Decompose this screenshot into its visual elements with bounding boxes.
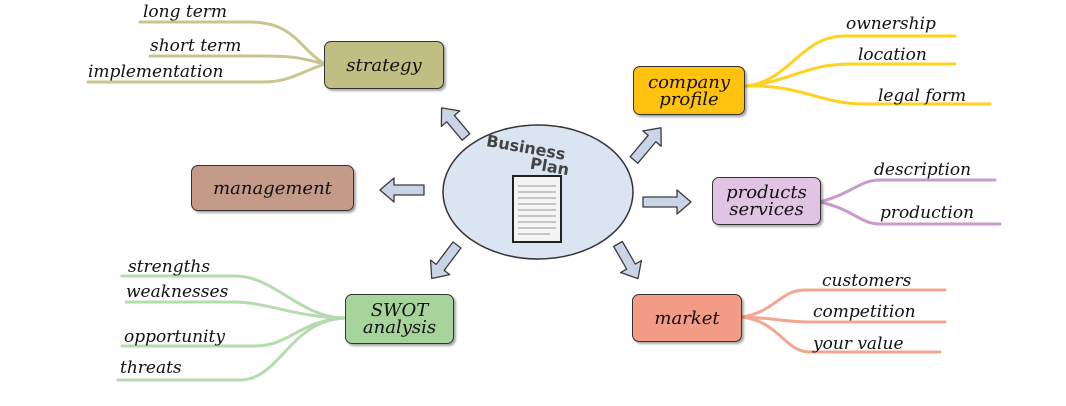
node-market-label: market xyxy=(654,307,720,329)
leaf-long-term: long term xyxy=(143,2,228,22)
arrow-to-swot xyxy=(429,241,462,280)
branch-legal-form xyxy=(743,84,992,106)
leaf-short-term: short term xyxy=(150,36,242,56)
node-products-line2: services xyxy=(729,199,804,220)
market-branches xyxy=(740,288,947,354)
leaf-opportunity: opportunity xyxy=(124,327,225,347)
leaf-implementation: implementation xyxy=(88,62,224,82)
node-products-services[interactable]: products services xyxy=(712,177,821,225)
node-company-profile[interactable]: company profile xyxy=(633,66,745,115)
branch-location xyxy=(743,62,957,88)
leaf-production: production xyxy=(880,203,975,223)
arrow-to-products xyxy=(642,189,692,215)
branch-short-term xyxy=(148,54,327,66)
node-management[interactable]: management xyxy=(191,165,354,211)
arrow-to-company xyxy=(629,127,662,164)
node-company-line2: profile xyxy=(659,88,719,110)
arrow-to-strategy xyxy=(440,107,471,141)
branch-competition xyxy=(740,315,947,324)
strategy-branches xyxy=(86,20,327,84)
node-management-label: management xyxy=(213,177,332,199)
node-products-line1: products xyxy=(726,182,807,203)
leaf-location: location xyxy=(858,45,927,65)
branch-implementation xyxy=(86,62,327,84)
node-company-line1: company xyxy=(647,71,730,93)
products-branches xyxy=(818,178,1002,226)
swot-branches xyxy=(116,274,347,382)
branch-your-value xyxy=(740,315,942,354)
node-strategy[interactable]: strategy xyxy=(324,41,444,89)
branch-weaknesses xyxy=(124,300,347,320)
node-market[interactable]: market xyxy=(632,294,742,342)
node-strategy-label: strategy xyxy=(346,54,422,76)
leaf-strengths: strengths xyxy=(128,257,211,277)
leaf-customers: customers xyxy=(822,271,912,291)
node-swot-line2: analysis xyxy=(362,317,437,338)
leaf-competition: competition xyxy=(813,302,916,322)
branch-long-term xyxy=(138,20,327,66)
branch-production xyxy=(818,200,1002,226)
document-icon xyxy=(512,175,562,243)
arrow-to-management xyxy=(379,177,425,203)
leaf-description: description xyxy=(874,160,972,180)
leaf-weaknesses: weaknesses xyxy=(126,282,229,302)
company-branches xyxy=(743,34,992,106)
leaf-threats: threats xyxy=(120,358,182,378)
node-swot-analysis[interactable]: SWOT analysis xyxy=(345,294,454,344)
arrow-to-market xyxy=(613,240,643,280)
branch-customers xyxy=(740,288,947,319)
leaf-ownership: ownership xyxy=(846,14,936,34)
node-swot-line1: SWOT xyxy=(370,300,429,321)
branch-threats xyxy=(116,316,347,382)
branch-description xyxy=(818,178,997,204)
leaf-legal-form: legal form xyxy=(878,86,967,106)
leaf-your-value: your value xyxy=(813,334,904,354)
